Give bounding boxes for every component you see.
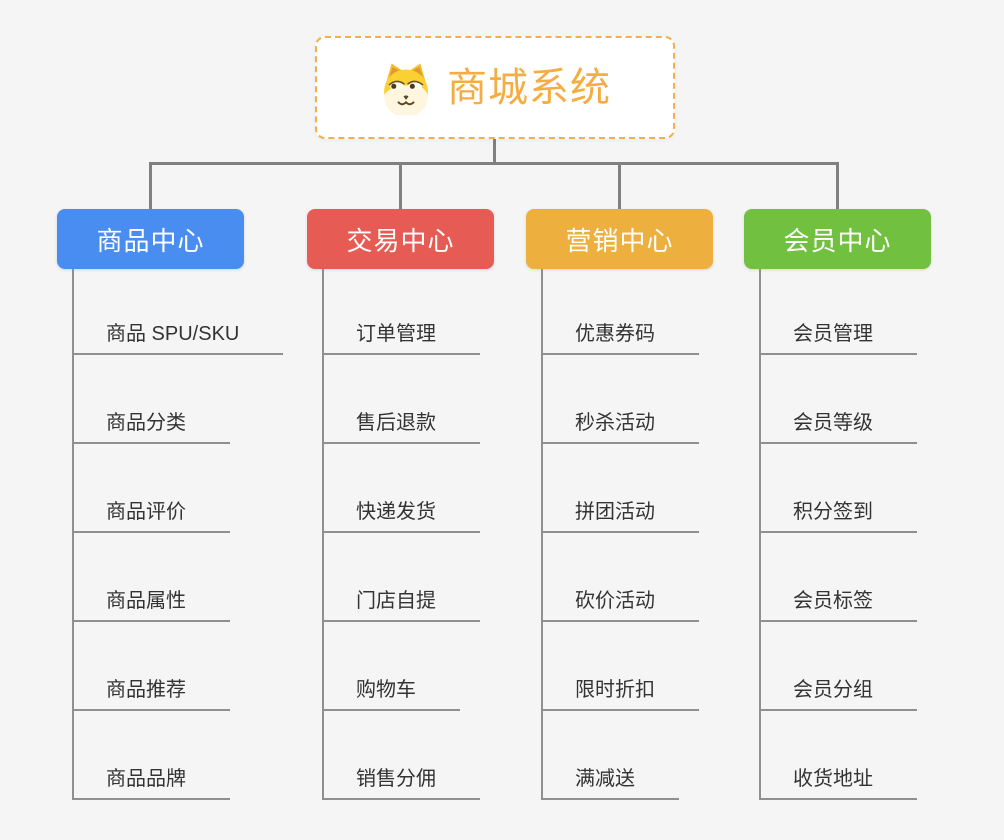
child-node[interactable]: 订单管理: [324, 269, 480, 355]
root-node[interactable]: 商城系统: [315, 36, 675, 139]
child-node[interactable]: 商品评价: [74, 444, 230, 533]
child-node[interactable]: 销售分佣: [324, 711, 480, 800]
connector-horizontal-spine: [149, 162, 839, 165]
child-node[interactable]: 商品分类: [74, 355, 230, 444]
child-node[interactable]: 商品属性: [74, 533, 230, 622]
branch-header[interactable]: 交易中心: [307, 209, 494, 269]
child-node[interactable]: 优惠券码: [543, 269, 699, 355]
child-node[interactable]: 会员等级: [761, 355, 917, 444]
child-node[interactable]: 限时折扣: [543, 622, 699, 711]
child-node[interactable]: 商品推荐: [74, 622, 230, 711]
connector-stub: [399, 164, 402, 209]
child-node[interactable]: 会员分组: [761, 622, 917, 711]
child-node[interactable]: 积分签到: [761, 444, 917, 533]
child-node[interactable]: 砍价活动: [543, 533, 699, 622]
connector-root-drop: [493, 139, 496, 164]
child-node[interactable]: 购物车: [324, 622, 460, 711]
child-node[interactable]: 秒杀活动: [543, 355, 699, 444]
child-node[interactable]: 快递发货: [324, 444, 480, 533]
connector-stub: [618, 164, 621, 209]
child-node[interactable]: 售后退款: [324, 355, 480, 444]
branch-header[interactable]: 商品中心: [57, 209, 244, 269]
child-node[interactable]: 收货地址: [761, 711, 917, 800]
branch: 交易中心订单管理售后退款快递发货门店自提购物车销售分佣: [307, 209, 494, 800]
child-node[interactable]: 商品品牌: [74, 711, 230, 800]
child-node[interactable]: 会员标签: [761, 533, 917, 622]
branch-children: 订单管理售后退款快递发货门店自提购物车销售分佣: [322, 269, 494, 800]
child-node[interactable]: 会员管理: [761, 269, 917, 355]
branch: 营销中心优惠券码秒杀活动拼团活动砍价活动限时折扣满减送: [526, 209, 713, 800]
branch-children: 优惠券码秒杀活动拼团活动砍价活动限时折扣满减送: [541, 269, 713, 800]
branch-header[interactable]: 营销中心: [526, 209, 713, 269]
connector-stub: [149, 164, 152, 209]
branch-children: 会员管理会员等级积分签到会员标签会员分组收货地址: [759, 269, 931, 800]
child-node[interactable]: 商品 SPU/SKU: [74, 269, 284, 355]
branch: 会员中心会员管理会员等级积分签到会员标签会员分组收货地址: [744, 209, 931, 800]
child-node[interactable]: 满减送: [543, 711, 679, 800]
branch-header[interactable]: 会员中心: [744, 209, 931, 269]
root-title: 商城系统: [447, 65, 611, 110]
child-node[interactable]: 拼团活动: [543, 444, 699, 533]
child-node[interactable]: 门店自提: [324, 533, 480, 622]
shiba-dog-icon: [384, 63, 428, 115]
connector-stub: [836, 164, 839, 209]
